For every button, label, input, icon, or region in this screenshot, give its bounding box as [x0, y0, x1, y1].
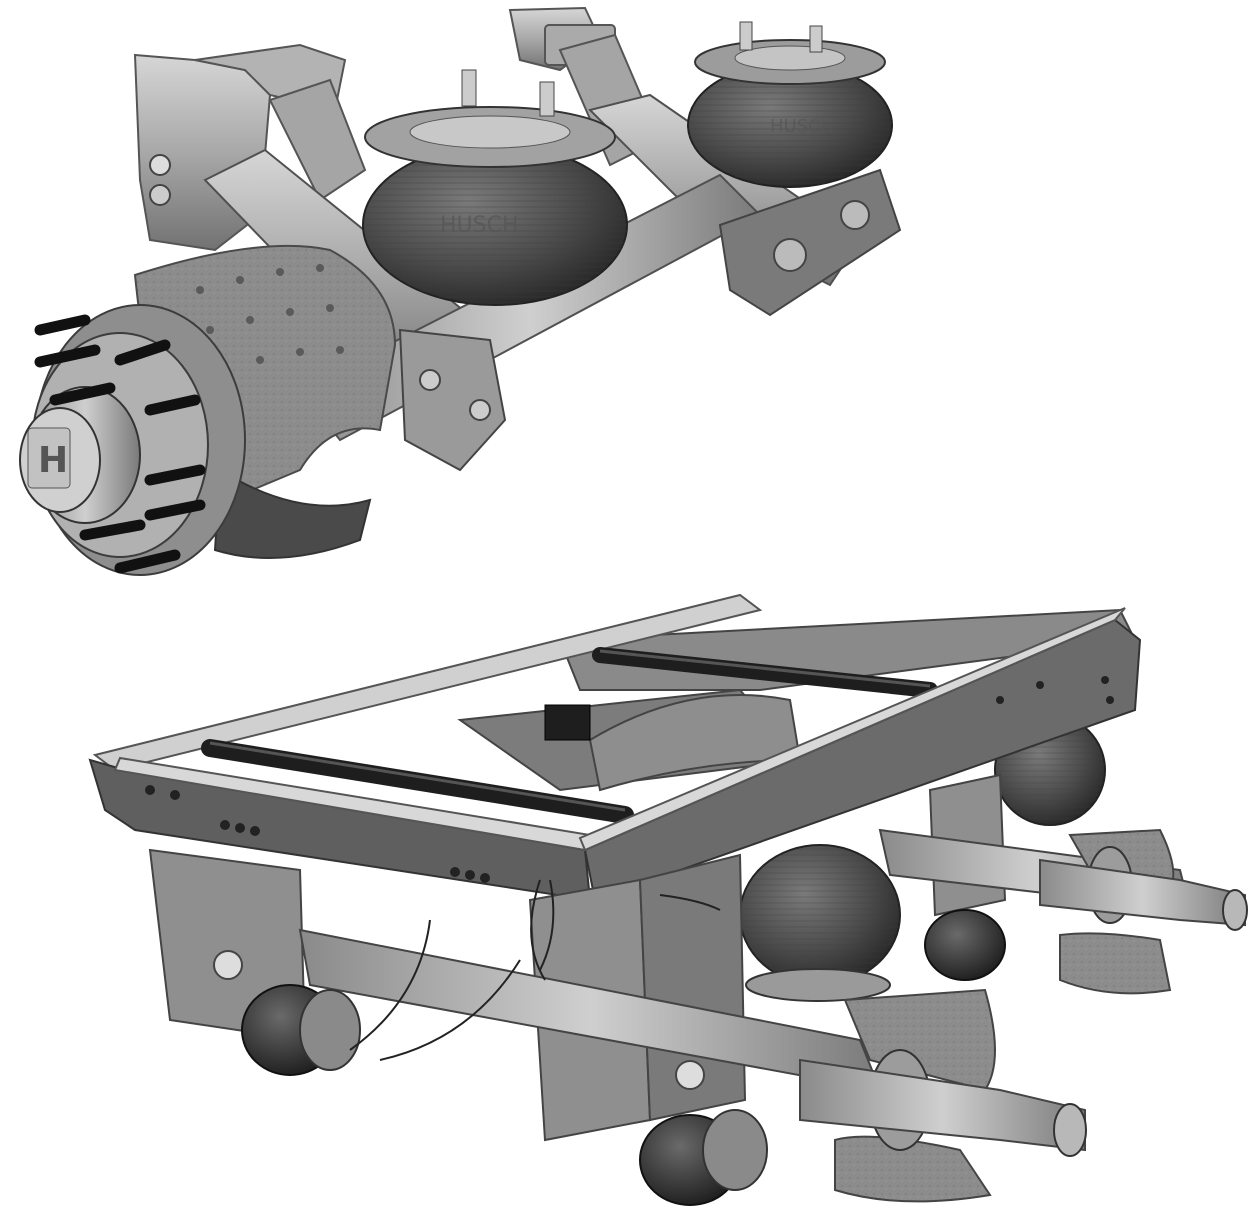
- torque-rod-left: [268, 78, 367, 202]
- air-spring-front: [739, 844, 901, 1002]
- brake-chamber: [241, 909, 1006, 1206]
- cross-tube: [201, 647, 938, 824]
- suspension-subframe-tandem-axle: [88, 593, 1248, 1206]
- brake-assembly-rear: [1039, 828, 1248, 995]
- hub-logo: H: [38, 440, 68, 481]
- air-spring-right: HUSCH: [687, 21, 893, 188]
- embossed-text: HUSCH: [440, 213, 519, 238]
- wheel-hub: H: [19, 304, 246, 576]
- air-suspension-axle: HUSCH HUSCH: [19, 6, 902, 576]
- air-spring-left: HUSCH: [362, 69, 628, 306]
- brake-assembly-front: [799, 988, 1087, 1203]
- embossed-text: HUSCH: [770, 116, 834, 137]
